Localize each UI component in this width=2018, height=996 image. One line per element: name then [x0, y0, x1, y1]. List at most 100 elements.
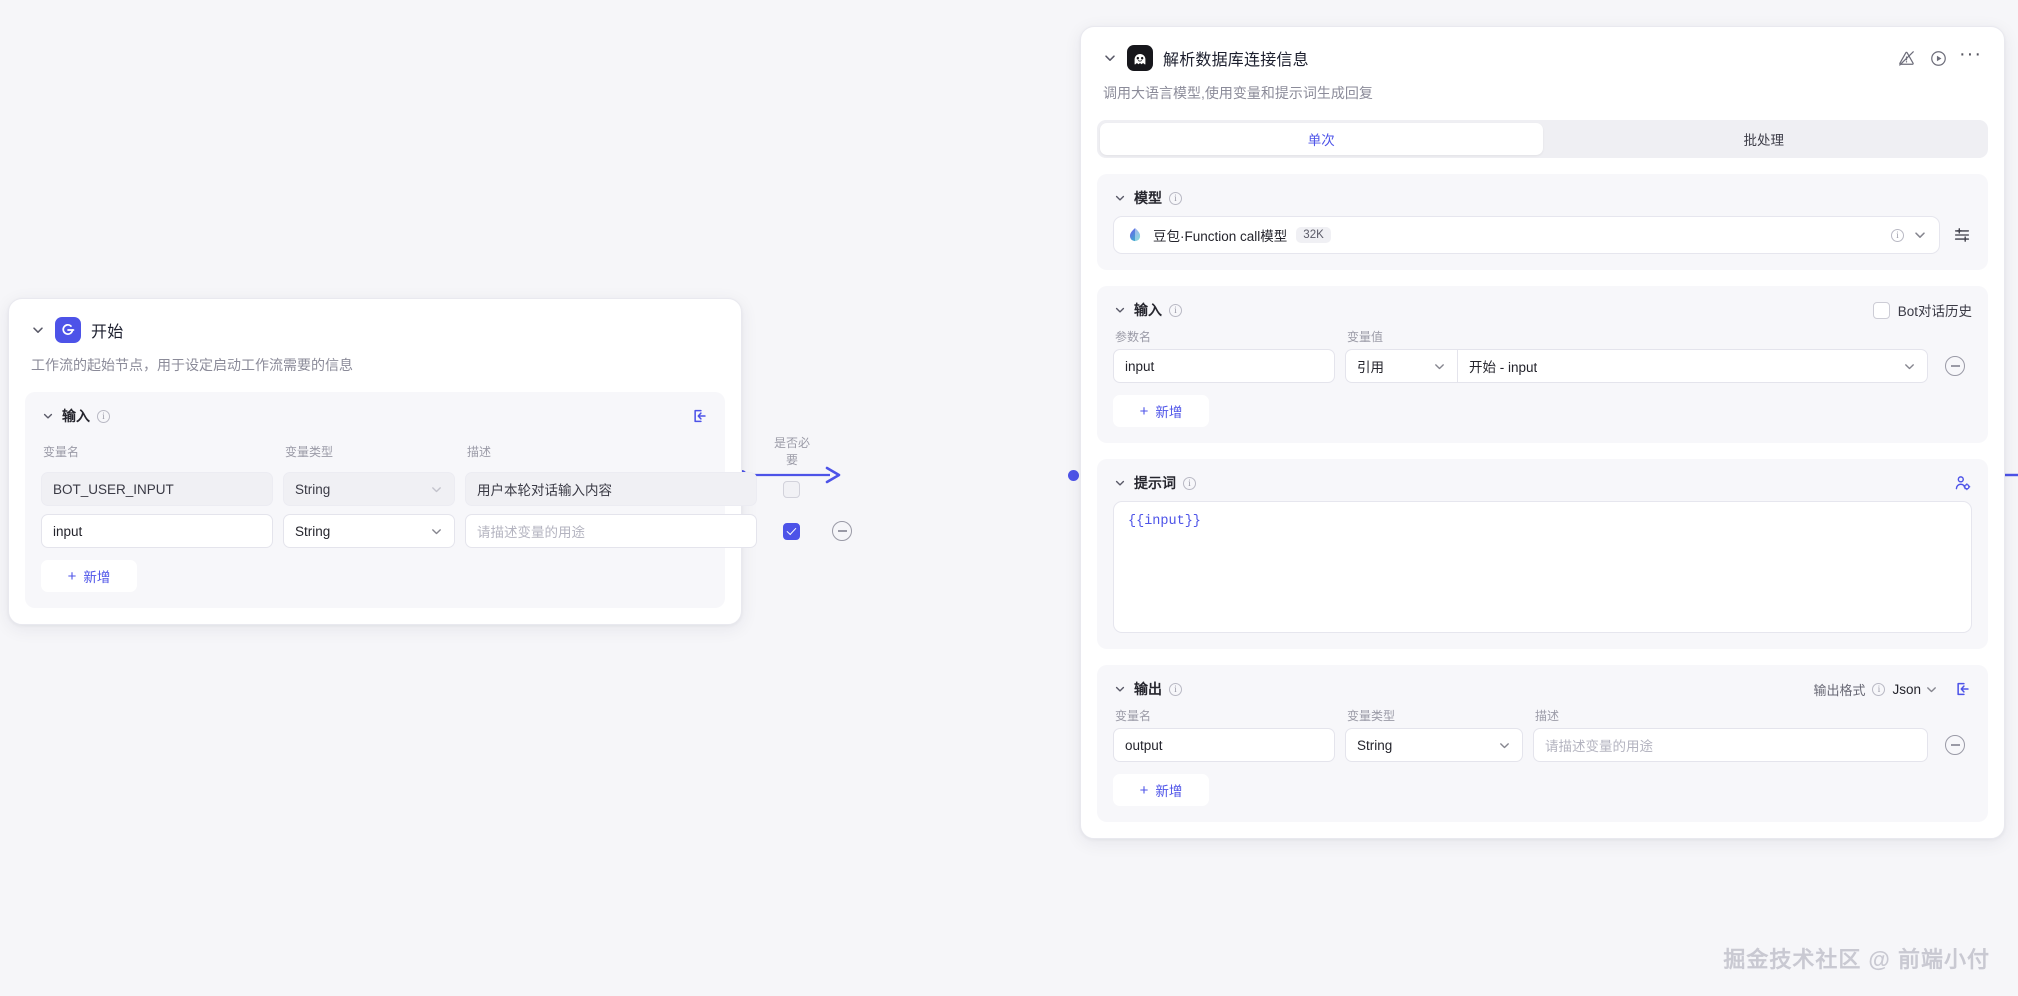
chevron-down-icon [1903, 360, 1916, 373]
model-section-title: 模型 [1134, 190, 1162, 206]
remove-row-button[interactable] [1945, 735, 1965, 755]
add-llm-input-button[interactable]: + 新增 [1113, 395, 1209, 427]
llm-node-title: 解析数据库连接信息 [1163, 52, 1309, 69]
add-button-label: 新增 [83, 570, 111, 585]
variable-value-group: 引用 开始 - input [1345, 349, 1928, 383]
output-format-value: Json [1892, 681, 1921, 697]
add-input-variable-button[interactable]: + 新增 [41, 560, 137, 592]
output-variable-name-input[interactable]: output [1113, 728, 1335, 762]
variable-name-input: BOT_USER_INPUT [41, 472, 273, 506]
start-node-header: 开始 [9, 299, 741, 343]
column-header-description: 描述 [1535, 709, 1560, 723]
doubao-model-icon [1126, 226, 1144, 244]
variable-type-select[interactable]: String [283, 514, 455, 548]
output-section-title: 输出 [1134, 681, 1162, 697]
start-node-title: 开始 [91, 324, 124, 341]
table-row: output String 请描述变量的用途 [1113, 728, 1972, 762]
llm-input-title: 输入 [1134, 302, 1162, 318]
start-node[interactable]: 开始 工作流的起始节点，用于设定启动工作流需要的信息 输入 i [8, 298, 852, 625]
run-icon[interactable] [1927, 47, 1949, 69]
bot-history-toggle[interactable]: Bot对话历史 [1872, 300, 1972, 320]
info-icon[interactable]: i [1169, 191, 1182, 205]
column-header-description: 描述 [467, 444, 492, 459]
info-icon[interactable]: i [1891, 228, 1904, 242]
llm-node-description: 调用大语言模型,使用变量和提示词生成回复 [1103, 85, 1373, 101]
chevron-down-icon [430, 525, 443, 538]
llm-node-header: 解析数据库连接信息 ··· [1081, 27, 2004, 71]
reference-value-select[interactable]: 开始 - input [1457, 349, 1928, 383]
chevron-down-icon[interactable] [1113, 303, 1127, 317]
chevron-down-icon[interactable] [1113, 191, 1127, 205]
add-output-variable-button[interactable]: + 新增 [1113, 774, 1209, 806]
model-select[interactable]: 豆包·Function call模型 32K i [1113, 216, 1940, 254]
import-variables-icon[interactable] [690, 407, 709, 426]
chevron-down-icon[interactable] [1113, 476, 1127, 490]
chevron-down-icon [1925, 683, 1938, 696]
import-output-icon[interactable] [1953, 680, 1972, 699]
chevron-down-icon[interactable] [1113, 682, 1127, 696]
remove-row-button[interactable] [1945, 356, 1965, 376]
chevron-down-icon [1433, 360, 1446, 373]
add-button-label: 新增 [1155, 405, 1183, 420]
column-header-variable-type: 变量类型 [285, 444, 334, 459]
table-row: input 引用 开始 - input [1113, 349, 1972, 383]
reference-type-select[interactable]: 引用 [1345, 349, 1457, 383]
column-header-variable-type: 变量类型 [1347, 709, 1396, 723]
output-format-group: 输出格式 i Json [1813, 680, 1938, 699]
start-input-title: 输入 [62, 408, 90, 424]
plus-icon: + [67, 567, 77, 585]
column-header-variable-name: 变量名 [43, 444, 80, 459]
mode-tabs: 单次 批处理 [1097, 120, 1988, 158]
chevron-down-icon[interactable] [41, 409, 55, 423]
persona-settings-icon[interactable] [1953, 474, 1972, 493]
info-icon[interactable]: i [1183, 476, 1196, 490]
column-header-param-name: 参数名 [1115, 330, 1152, 344]
start-flow-icon [55, 317, 81, 343]
chevron-down-icon[interactable] [1103, 51, 1117, 65]
llm-node-input-port[interactable] [1068, 470, 1079, 481]
output-variable-type-select[interactable]: String [1345, 728, 1523, 762]
info-icon[interactable]: i [1169, 303, 1182, 317]
context-length-badge: 32K [1296, 227, 1331, 243]
chevron-down-icon[interactable] [1913, 228, 1927, 242]
llm-input-section: 输入 i Bot对话历史 参数名 变量值 input 引用 [1097, 286, 1988, 443]
plus-icon: + [1139, 781, 1149, 799]
watermark: 掘金技术社区 @ 前端小付 [1723, 947, 1990, 972]
info-icon[interactable]: i [97, 409, 110, 423]
llm-node[interactable]: 解析数据库连接信息 ··· 调用大语言模型,使用变量和提示词生成回复 [1080, 26, 2005, 839]
output-variable-description-input[interactable]: 请描述变量的用途 [1533, 728, 1928, 762]
start-node-description: 工作流的起始节点，用于设定启动工作流需要的信息 [31, 357, 353, 373]
info-icon[interactable]: i [1169, 682, 1182, 696]
more-icon[interactable]: ··· [1959, 43, 1982, 65]
llm-node-icon [1127, 45, 1153, 71]
model-settings-icon[interactable] [1952, 225, 1972, 245]
tab-single[interactable]: 单次 [1100, 123, 1543, 155]
variable-name-input[interactable]: input [41, 514, 273, 548]
output-format-select[interactable]: Json [1892, 682, 1938, 697]
param-name-input[interactable]: input [1113, 349, 1335, 383]
chevron-down-icon[interactable] [31, 323, 45, 337]
output-variable-type-value: String [1357, 737, 1393, 753]
mute-warning-icon[interactable] [1895, 47, 1917, 69]
prompt-section: 提示词 i {{input}} [1097, 459, 1988, 649]
info-icon[interactable]: i [1872, 682, 1886, 696]
prompt-textarea[interactable]: {{input}} [1113, 501, 1972, 633]
variable-description-input: 用户本轮对话输入内容 [465, 472, 757, 506]
model-name: 豆包·Function call模型 [1153, 229, 1288, 244]
bot-history-checkbox[interactable] [1872, 301, 1890, 319]
tab-batch[interactable]: 批处理 [1743, 133, 1785, 148]
output-section: 输出 i 输出格式 i Json [1097, 665, 1988, 822]
variable-description-input[interactable]: 请描述变量的用途 [465, 514, 757, 548]
plus-icon: + [1139, 402, 1149, 420]
reference-value: 开始 - input [1469, 360, 1538, 375]
chevron-down-icon [430, 483, 443, 496]
variable-type-value: String [295, 481, 331, 497]
column-header-required: 是否必要 [773, 436, 810, 467]
remove-row-button[interactable] [832, 521, 852, 541]
required-checkbox[interactable] [782, 522, 800, 540]
start-input-section: 输入 i 变量名 变量类型 描述 是否必要 [25, 392, 852, 608]
output-format-label: 输出格式 [1813, 682, 1866, 698]
required-checkbox [782, 480, 800, 498]
model-section: 模型 i [1097, 174, 1988, 270]
